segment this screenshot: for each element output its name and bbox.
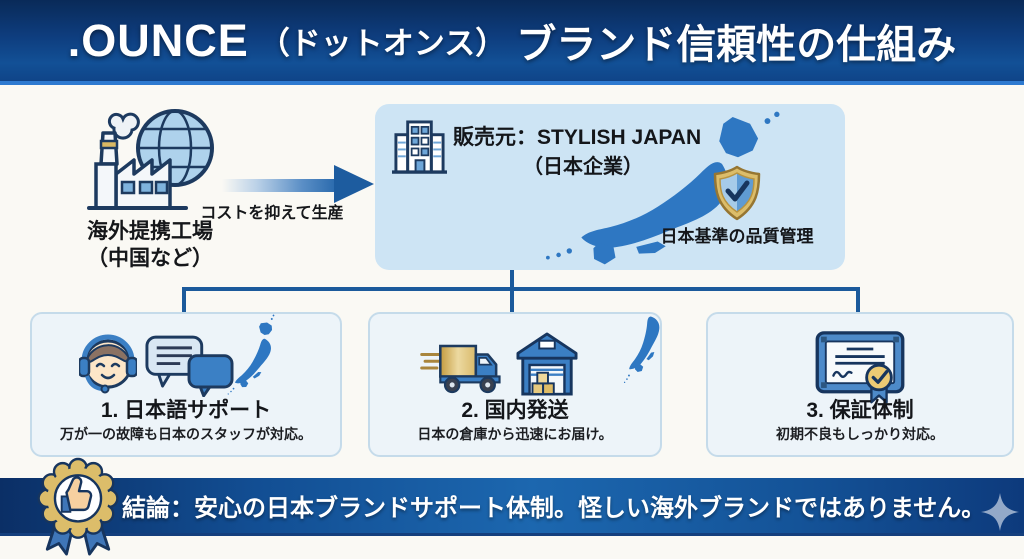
header-band: .OUNCE （ドットオンス） ブランド信頼性の仕組み — [0, 0, 1024, 85]
connector-drop-middle — [510, 287, 514, 313]
feature-card-japanese-support: 1. 日本語サポート 万が一の故障も日本のスタッフが対応。 — [30, 312, 342, 457]
connector-horizontal — [182, 287, 860, 291]
quality-label: 日本基準の品質管理 — [660, 227, 814, 246]
feature-title-2: 2. 国内発送 — [461, 399, 569, 422]
seller-panel: 販売元：STYLISH JAPAN （日本企業） 日本基準の品質管理 — [375, 104, 845, 270]
sparkle-icon — [981, 493, 1019, 531]
certificate-seal-icon — [815, 331, 905, 404]
delivery-truck-icon — [420, 344, 501, 394]
seller-subtitle: （日本企業） — [523, 156, 643, 178]
chat-bubbles-icon — [145, 335, 234, 397]
production-arrow-label: コストを抑えて生産 — [200, 205, 344, 222]
brand-name: .OUNCE — [67, 14, 249, 66]
page-title: ブランド信頼性の仕組み — [516, 22, 957, 67]
warehouse-icon — [516, 332, 578, 396]
connector-drop-left — [182, 287, 186, 313]
conclusion-band: 結論：安心の日本ブランドサポート体制。怪しい海外ブランドではありません。 — [0, 478, 1024, 536]
source-factory-line1: 海外提携工場 — [87, 220, 213, 243]
feature-title-1: 1. 日本語サポート — [100, 399, 272, 422]
feature-desc-3: 初期不良もしっかり対応。 — [776, 426, 944, 442]
feature-desc-2: 日本の倉庫から迅速にお届け。 — [417, 426, 613, 442]
japan-map-icon — [583, 312, 662, 391]
seller-title: 販売元：STYLISH JAPAN — [453, 126, 702, 149]
source-factory-line2: （中国など） — [87, 247, 213, 270]
production-arrow-head — [334, 165, 374, 203]
feature-card-domestic-shipping: 2. 国内発送 日本の倉庫から迅速にお届け。 — [368, 312, 662, 457]
brand-reading: （ドットオンス） — [258, 26, 507, 61]
office-building-icon — [392, 120, 447, 174]
support-agent-icon — [79, 334, 137, 394]
connector-drop-right — [856, 287, 860, 313]
award-ribbon-thumbs-up-icon — [37, 457, 119, 556]
feature-desc-1: 万が一の故障も日本のスタッフが対応。 — [60, 426, 312, 442]
connector-seller-drop — [510, 270, 514, 289]
conclusion-text: 結論：安心の日本ブランドサポート体制。怪しい海外ブランドではありません。 — [122, 495, 986, 522]
factory-globe-icon — [87, 109, 214, 210]
production-arrow-shaft — [222, 179, 336, 192]
feature-title-3: 3. 保証体制 — [806, 399, 914, 422]
feature-card-warranty: 3. 保証体制 初期不良もしっかり対応。 — [706, 312, 1014, 457]
shield-check-icon — [713, 165, 761, 221]
source-factory-label: 海外提携工場 （中国など） — [50, 218, 250, 272]
